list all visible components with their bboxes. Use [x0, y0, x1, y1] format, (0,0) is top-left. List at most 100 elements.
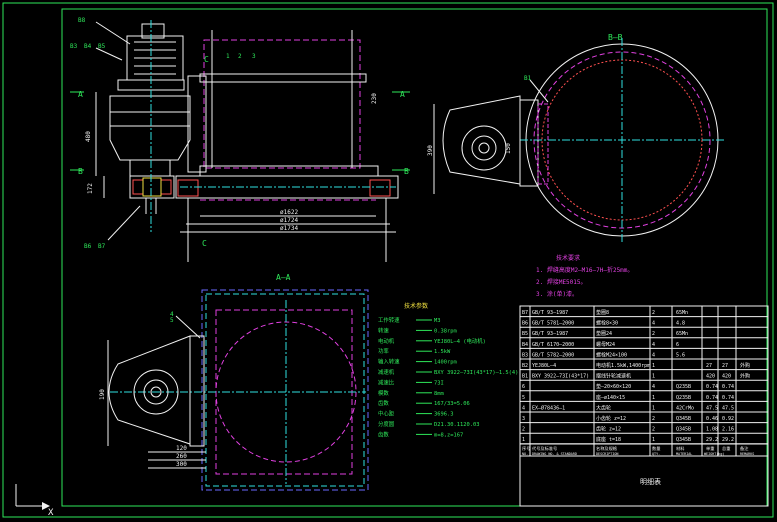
balloon-b4: B4	[84, 43, 92, 50]
balloon-1: 1	[226, 53, 230, 60]
balloon-b7: B7	[98, 243, 106, 250]
bom-cell-qty: 4	[652, 352, 655, 358]
spec-key: 电动机	[378, 337, 395, 345]
spec-value: D21.30.1120.03	[434, 422, 479, 428]
front-view: ø1622 ø1724 ø1734 480 172 230 A A B B C …	[70, 17, 410, 262]
bom-cell-code: GB/T 93—1987	[532, 310, 568, 316]
spec-value: 8mm	[434, 391, 444, 397]
spec-value: 1400rpm	[434, 360, 457, 366]
bom-cell-mat: Q235B	[676, 395, 691, 401]
bom-cell-mat: Q235B	[676, 384, 691, 390]
bom-cell-name: 电动机1.5kW,1400rpm	[596, 362, 650, 369]
bom-cell-w2: 47.5	[722, 405, 734, 411]
section-aa-title: A—A	[276, 273, 291, 282]
bom-cell-no: 4	[522, 405, 525, 411]
bom-cell-no: B2	[522, 363, 528, 369]
bom-cell-w1: 0.74	[706, 384, 718, 390]
bom-cell-mat: Q345B	[676, 437, 691, 443]
dim-d1: ø1622	[280, 209, 298, 216]
bom-cell-no: 1	[522, 437, 525, 443]
spec-key: 齿数	[378, 399, 389, 407]
bom-cell-mat: 5.6	[676, 352, 685, 358]
bom-cell-qty: 2	[652, 331, 655, 337]
bom-cell-name: 垫圈8	[596, 309, 609, 316]
bom-cell-name: 摆线针轮减速机	[596, 373, 631, 380]
reducer-body	[109, 95, 191, 161]
dim-s6: 120	[176, 445, 187, 452]
spec-key: 分度圆	[378, 420, 394, 428]
tech-req-title: 技术要求	[556, 254, 580, 262]
spec-key: 工作转速	[378, 316, 400, 324]
bom-cell-rem: 外购	[740, 373, 750, 380]
bom-cell-code: BXY 3922—73I(43*17)	[532, 374, 589, 380]
bom-header-rem: 备注	[740, 445, 749, 452]
bom-cell-no: 3	[522, 416, 525, 422]
gear-ring	[175, 175, 399, 199]
bom-cell-name: 螺栓8×30	[596, 320, 618, 327]
dim-d2: ø1724	[280, 217, 298, 224]
bom-cell-rem: 外购	[740, 362, 750, 369]
spec-value: 73I	[434, 380, 444, 386]
bom-cell-name: 小齿轮 z=12	[596, 415, 626, 422]
balloon-4: 4	[170, 311, 174, 318]
bom-cell-w2: 0.92	[722, 416, 734, 422]
section-aa-view: A—A 190 120 260 300 4 5	[99, 273, 369, 491]
bom-header-en: REMARKS	[740, 452, 754, 456]
balloon-b5: B5	[98, 43, 106, 50]
spec-value: BXY 3922—73I(43*17)—1.5(4)	[434, 370, 518, 376]
balloon-b1: B1	[524, 75, 532, 82]
marker-a-left: A	[78, 90, 83, 99]
balloon-3: 3	[252, 53, 256, 60]
motor-junction-box	[141, 23, 165, 39]
bom-cell-w2: 2.16	[722, 427, 734, 433]
bom-cell-w1: 27	[706, 363, 712, 369]
dim-h4: 172	[87, 183, 94, 194]
bom-cell-w1: 29.2	[706, 437, 718, 443]
bom-cell-w2: 0.74	[722, 384, 734, 390]
spec-value: 0.38rpm	[434, 328, 457, 334]
dim-s8: 260	[176, 453, 187, 460]
dim-h5: 230	[371, 93, 378, 104]
balloon-b3: B3	[70, 43, 78, 50]
balloon-b8: B8	[78, 17, 86, 24]
bom-cell-qty: 2	[652, 427, 655, 433]
bom-cell-mat: Q345B	[676, 416, 691, 422]
bom-cell-code: YEJ80L—4	[532, 363, 556, 369]
bom-cell-no: 6	[522, 384, 525, 390]
spec-value: YEJ80L—4 (电动机)	[434, 337, 486, 345]
bom-cell-mat: 6	[676, 342, 679, 348]
bom-cell-qty: 1	[652, 405, 655, 411]
spec-value: M3	[434, 318, 441, 324]
bom-cell-mat: Q345B	[676, 427, 691, 433]
spec-value: m=8,z=167	[434, 432, 463, 438]
bom-header-en: NO.	[522, 452, 528, 456]
spec-key: 减速机	[378, 368, 395, 376]
bom-cell-no: B3	[522, 352, 528, 358]
bom-cell-w1: 0.46	[706, 416, 718, 422]
spec-key: 转速	[378, 326, 389, 334]
spec-key: 减速比	[378, 378, 395, 386]
balloon-2: 2	[238, 53, 242, 60]
aa-drive-housing	[108, 335, 191, 445]
bom-header-no: 序号	[522, 445, 530, 452]
spec-value: 167/33=5.06	[434, 401, 470, 407]
bom-header-name: 名称及规格	[596, 445, 618, 452]
dim-s2: 150	[505, 143, 512, 154]
tech-requirements: 技术要求 1. 焊缝高度M2—M16—7H—折25mm。 2. 焊接ME5015…	[536, 254, 633, 298]
bom-header-en: QTY.	[652, 452, 660, 456]
bom-cell-qty: 1	[652, 395, 655, 401]
bom-cell-name: 座—ø140×15	[596, 394, 625, 401]
balloon-5: 5	[170, 317, 174, 324]
bom-cell-name: 垫—20×60×120	[596, 383, 631, 390]
bom-cell-mat: 42CrMo	[676, 405, 694, 411]
housing-outline	[201, 289, 369, 491]
spec-key: 中心距	[378, 410, 395, 418]
hidden-cylinder	[203, 39, 361, 169]
bom-cell-mat: 65Mn	[676, 331, 688, 337]
section-bb-title: B—B	[608, 33, 623, 42]
marker-b-left: B	[78, 167, 83, 176]
spec-key: 模数	[378, 389, 389, 397]
